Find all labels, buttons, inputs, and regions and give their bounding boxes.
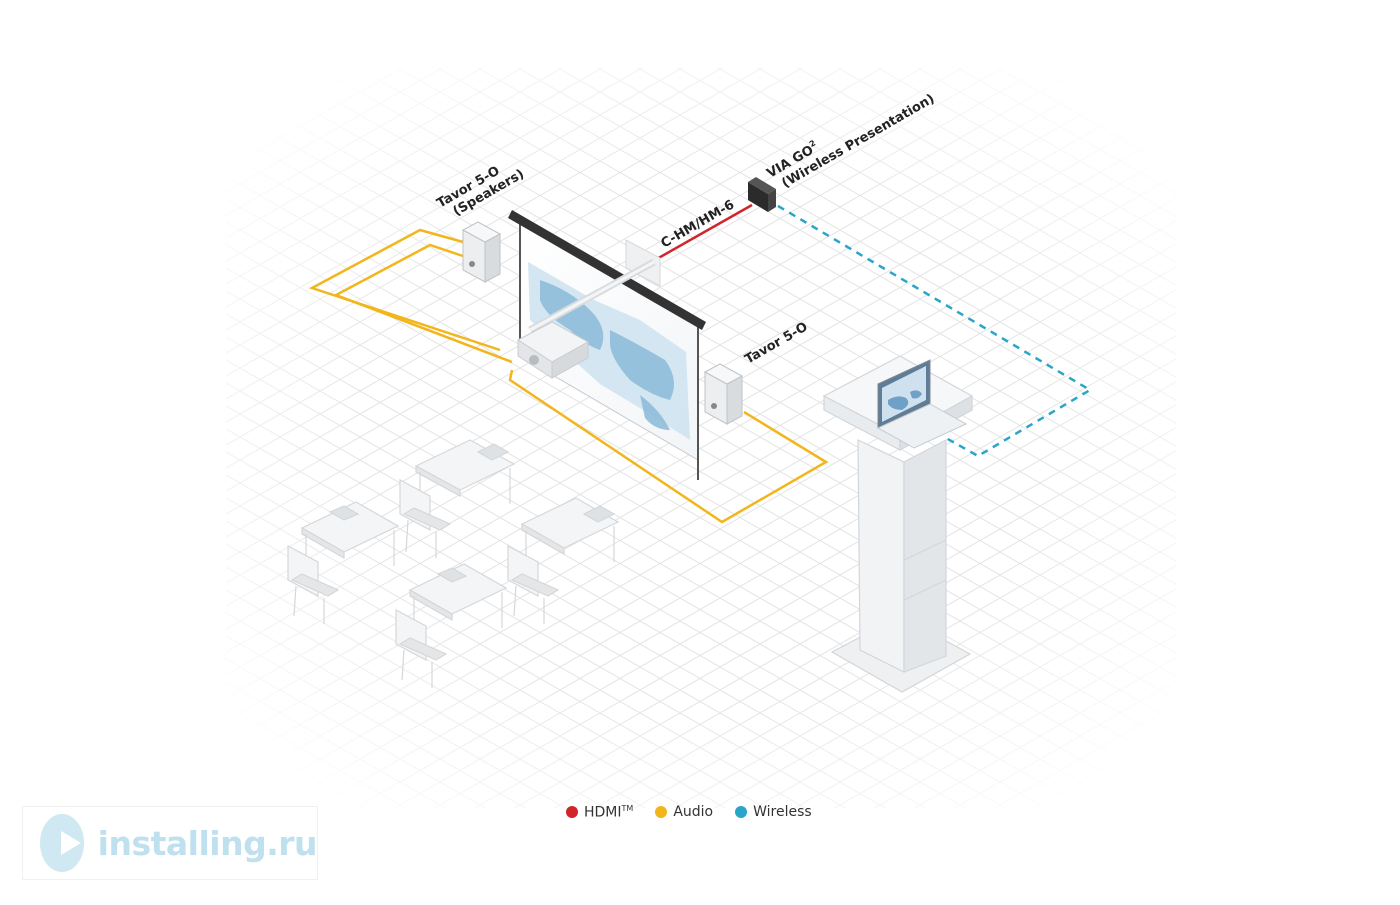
audio-cable-outer: [308, 228, 501, 352]
chair-1: [399, 479, 452, 558]
projector-arm-highlight: [529, 260, 655, 332]
speaker-left: [461, 221, 502, 283]
legend-item-hdmi: HDMITM: [566, 804, 633, 821]
screen-map-continents: [540, 280, 674, 430]
via-go-top: [748, 177, 776, 194]
podium-shelf-1: [903, 539, 947, 561]
ceiling-mount-plate: [625, 239, 661, 287]
laptop-display-map: [888, 390, 922, 410]
chair-4: [395, 609, 448, 688]
desk-1: [414, 439, 516, 510]
chair-3: [507, 545, 560, 624]
podium-column-left: [857, 439, 905, 673]
play-logo-icon: [40, 814, 84, 872]
via-go-front: [748, 182, 768, 212]
desk-2: [300, 501, 400, 570]
laptop-keyboard: [876, 403, 968, 449]
speaker-right-top: [703, 363, 744, 385]
classroom-furniture: [287, 439, 620, 688]
legend: HDMITM Audio Wireless: [566, 801, 812, 823]
projector-right: [551, 341, 589, 379]
screen-roller-case: [508, 210, 706, 330]
legend-item-wireless: Wireless: [735, 804, 812, 820]
chair-2: [287, 545, 340, 624]
hdmi-cable: [654, 203, 753, 262]
legend-hdmi-text: HDMI: [584, 804, 622, 821]
legend-label-wireless: Wireless: [753, 804, 812, 820]
desk-3: [520, 497, 620, 566]
label-via-go-sup: 2: [808, 138, 817, 149]
legend-hdmi-tm: TM: [621, 803, 634, 813]
legend-dot-audio: [655, 806, 668, 818]
legend-dot-wireless: [735, 806, 748, 818]
audio-cables: [308, 228, 829, 524]
via-go-device: [748, 177, 776, 212]
legend-label-hdmi: HDMITM: [584, 804, 633, 821]
legend-label-audio: Audio: [673, 804, 714, 820]
legend-dot-hdmi: [566, 806, 578, 818]
podium-shelf-2: [903, 579, 947, 601]
watermark-text: installing.ru: [97, 823, 318, 863]
laptop: [876, 359, 968, 449]
projector: [517, 321, 590, 379]
audio-cable-inner: [332, 243, 513, 364]
watermark: installing.ru: [22, 806, 318, 880]
desk-4: [408, 563, 508, 632]
speaker-right-driver: [711, 403, 717, 409]
via-go-side: [768, 189, 776, 212]
projector-lens: [529, 355, 539, 365]
floor-grid-fade: [200, 50, 1200, 830]
audio-cable-right: [508, 369, 829, 524]
legend-item-audio: Audio: [655, 804, 713, 820]
speaker-right: [703, 363, 744, 425]
speaker-left-top: [461, 221, 502, 243]
speaker-left-driver: [469, 261, 475, 267]
wireless-link: [777, 204, 1093, 458]
podium-column-right: [903, 439, 947, 673]
